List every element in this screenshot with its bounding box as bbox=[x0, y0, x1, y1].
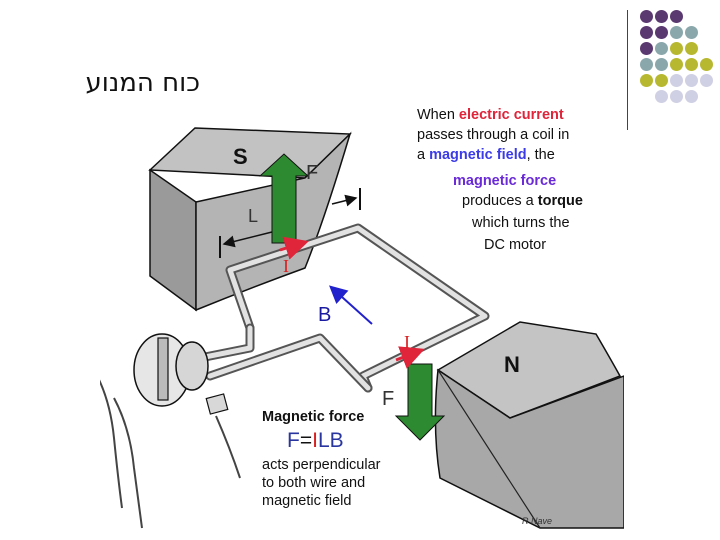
force-label-bottom: F bbox=[382, 388, 395, 410]
decor-dot bbox=[685, 26, 698, 39]
formula-desc-3: magnetic field bbox=[262, 493, 352, 509]
wire-coil bbox=[185, 223, 490, 393]
highlight-electric-current: electric current bbox=[458, 107, 564, 123]
decor-dot bbox=[655, 90, 668, 103]
decor-dot bbox=[670, 90, 683, 103]
credit: R Nave bbox=[522, 516, 553, 526]
decor-dot bbox=[685, 74, 698, 87]
north-magnet bbox=[434, 321, 624, 529]
decor-dot bbox=[670, 10, 683, 23]
decor-dot bbox=[655, 42, 668, 55]
south-pole-label: S bbox=[233, 144, 248, 169]
decor-dot bbox=[685, 58, 698, 71]
length-label: L bbox=[248, 206, 259, 226]
formula-desc-1: acts perpendicular bbox=[262, 457, 381, 473]
decor-dot bbox=[640, 74, 653, 87]
decor-dot bbox=[685, 90, 698, 103]
motor-figure: S N F F L I I B R Nave bbox=[100, 98, 624, 530]
current-label-bottom: I bbox=[404, 332, 410, 352]
north-pole-label: N bbox=[504, 352, 520, 377]
force-formula: F=ILB bbox=[287, 429, 344, 452]
current-arrow-bottom bbox=[395, 346, 425, 369]
decorative-dot-grid bbox=[640, 10, 714, 118]
decor-dot bbox=[640, 10, 653, 23]
formula-heading: Magnetic force bbox=[262, 409, 365, 425]
current-label-top: I bbox=[283, 256, 289, 276]
field-arrow bbox=[329, 285, 373, 325]
force-arrow-up bbox=[258, 153, 310, 244]
current-arrow-top bbox=[279, 236, 309, 260]
decor-dot bbox=[640, 42, 653, 55]
length-dimension bbox=[219, 188, 361, 258]
decor-dot bbox=[640, 58, 653, 71]
decor-dot bbox=[655, 10, 668, 23]
force-arrow-down bbox=[394, 363, 446, 441]
decor-dot bbox=[670, 26, 683, 39]
decor-dot bbox=[670, 58, 683, 71]
decor-dot bbox=[700, 58, 713, 71]
decor-dot bbox=[685, 42, 698, 55]
slide-title: כוח המנוע bbox=[85, 68, 201, 98]
formula-desc-2: to both wire and bbox=[262, 475, 366, 491]
caption-line-1: When electric current bbox=[417, 107, 564, 123]
decor-dot bbox=[655, 74, 668, 87]
highlight-torque: torque bbox=[537, 193, 583, 209]
force-label-top: F bbox=[306, 162, 319, 184]
decor-dot bbox=[655, 26, 668, 39]
decor-dot bbox=[670, 74, 683, 87]
highlight-magnetic-field: magnetic field bbox=[429, 147, 527, 163]
decor-dot bbox=[640, 26, 653, 39]
caption-line-6: which turns the bbox=[472, 215, 570, 231]
caption-line-2: passes through a coil in bbox=[417, 127, 570, 143]
field-label: B bbox=[318, 304, 332, 326]
caption-line-7: DC motor bbox=[484, 237, 547, 253]
decor-dot bbox=[670, 42, 683, 55]
caption-line-4: magnetic force bbox=[453, 173, 557, 189]
divider-line bbox=[627, 10, 628, 130]
caption-line-3: a magnetic field, the bbox=[417, 147, 555, 163]
decor-dot bbox=[700, 74, 713, 87]
motor-illustration bbox=[100, 127, 624, 529]
commutator bbox=[100, 333, 241, 529]
caption-line-5: produces a torque bbox=[462, 193, 583, 209]
decor-dot bbox=[655, 58, 668, 71]
